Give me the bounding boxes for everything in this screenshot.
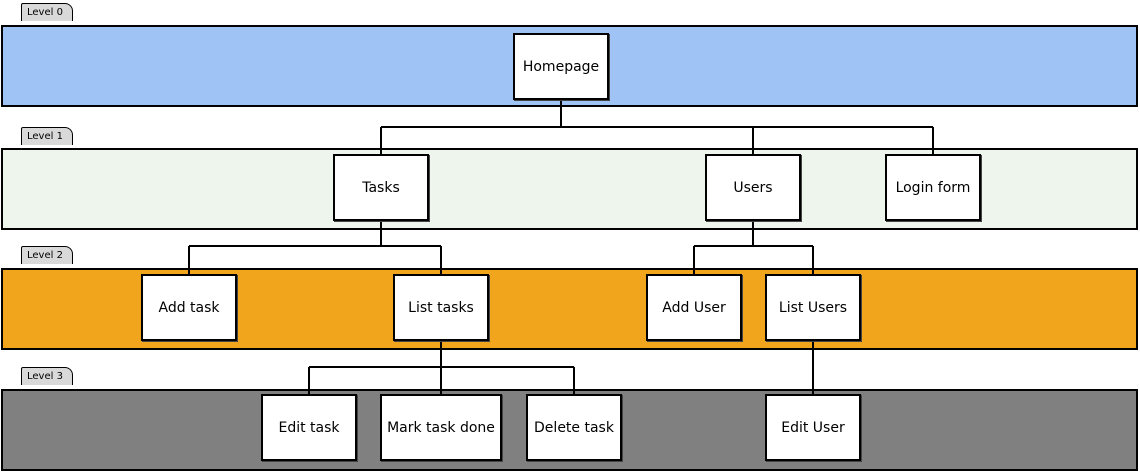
node-add-task[interactable]: Add task — [141, 274, 237, 341]
link-homepage-level1 — [380, 100, 934, 154]
level-1-tab: Level 1 — [21, 127, 73, 145]
node-edit-user[interactable]: Edit User — [765, 394, 861, 461]
level-2-tab: Level 2 — [21, 246, 73, 264]
node-add-user[interactable]: Add User — [646, 274, 742, 341]
node-homepage[interactable]: Homepage — [513, 33, 609, 100]
node-login-form[interactable]: Login form — [885, 154, 981, 221]
level-3-tab: Level 3 — [21, 367, 73, 385]
node-users[interactable]: Users — [705, 154, 801, 221]
link-users-level2 — [693, 220, 814, 274]
node-mark-task-done[interactable]: Mark task done — [380, 394, 502, 461]
level-0-tab: Level 0 — [21, 3, 73, 21]
node-delete-task[interactable]: Delete task — [526, 394, 622, 461]
node-edit-task[interactable]: Edit task — [261, 394, 357, 461]
link-tasks-level2 — [188, 220, 442, 274]
node-list-tasks[interactable]: List tasks — [393, 274, 489, 341]
node-tasks[interactable]: Tasks — [333, 154, 429, 221]
link-listtasks-level3 — [308, 340, 575, 394]
node-list-users[interactable]: List Users — [765, 274, 861, 341]
